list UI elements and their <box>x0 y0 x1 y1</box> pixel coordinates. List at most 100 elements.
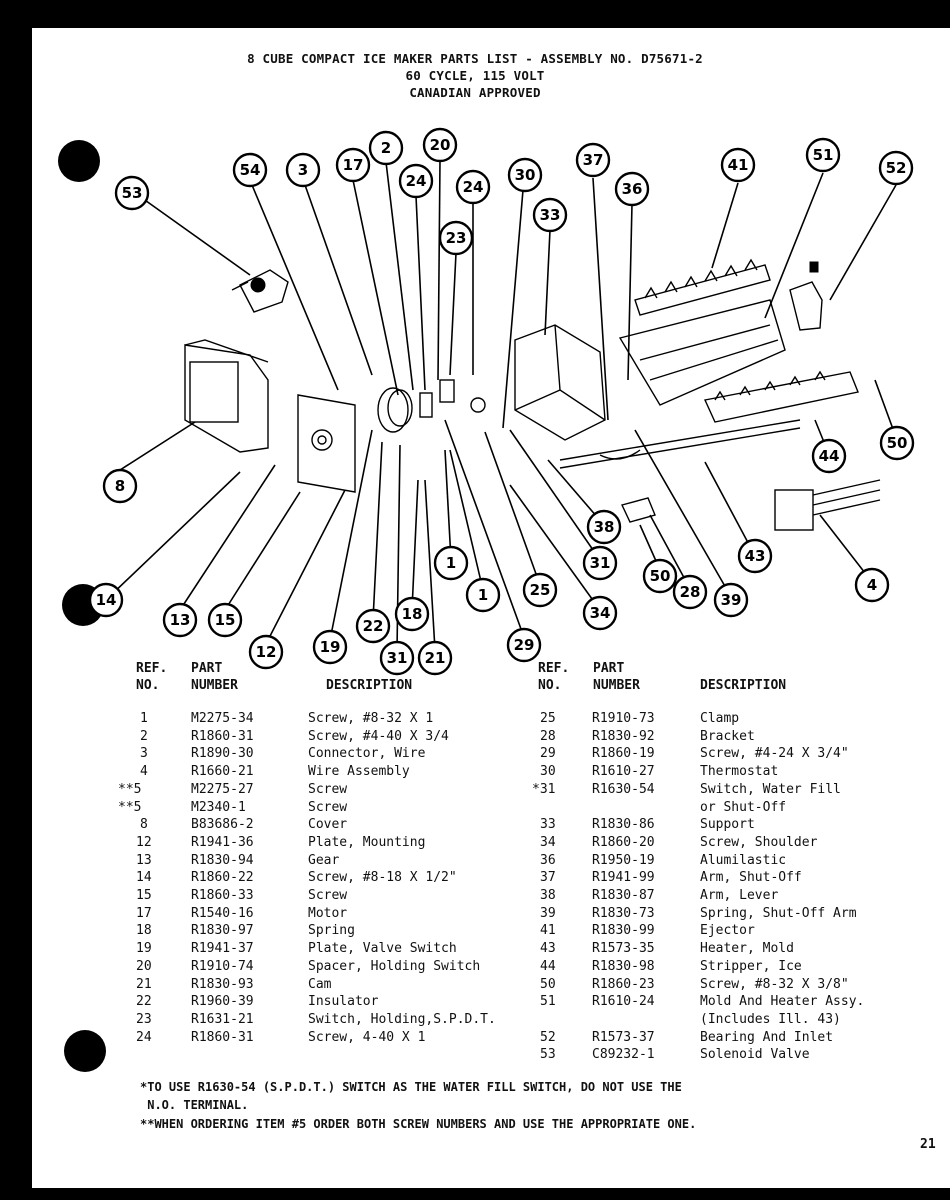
callout-24-a: 24 <box>398 163 434 199</box>
svg-text:14: 14 <box>96 591 117 609</box>
svg-text:54: 54 <box>240 161 261 179</box>
callout-8: 8 <box>102 468 138 504</box>
callout-33: 33 <box>532 197 568 233</box>
title-line-1: 8 CUBE COMPACT ICE MAKER PARTS LIST - AS… <box>247 51 703 66</box>
svg-text:28: 28 <box>680 583 701 601</box>
callout-44: 44 <box>811 438 847 474</box>
svg-text:44: 44 <box>819 447 840 465</box>
callout-3: 3 <box>285 152 321 188</box>
callout-39: 39 <box>713 582 749 618</box>
callout-31-a: 31 <box>379 640 415 676</box>
svg-text:8: 8 <box>115 477 125 495</box>
footnote-2: **WHEN ORDERING ITEM #5 ORDER BOTH SCREW… <box>140 1117 697 1131</box>
stripper-drawing <box>703 370 859 423</box>
callout-51: 51 <box>805 137 841 173</box>
callout-37: 37 <box>575 142 611 178</box>
callout-1-a: 1 <box>433 545 469 581</box>
footnote-1-line-2: N.O. TERMINAL. <box>140 1098 249 1112</box>
svg-text:37: 37 <box>583 151 604 169</box>
svg-text:18: 18 <box>402 605 423 623</box>
callout-23: 23 <box>438 220 474 256</box>
svg-text:22: 22 <box>363 617 384 635</box>
title-line-3: CANADIAN APPROVED <box>409 85 541 100</box>
right-part-header: PART NUMBER <box>593 661 640 693</box>
callout-50-b: 50 <box>879 425 915 461</box>
svg-text:3: 3 <box>298 161 308 179</box>
binder-hole-top <box>58 140 100 182</box>
callout-43: 43 <box>737 538 773 574</box>
callout-31-b: 31 <box>582 545 618 581</box>
bracket-drawing <box>621 497 656 523</box>
svg-text:20: 20 <box>430 136 451 154</box>
callout-50-a: 50 <box>642 558 678 594</box>
callout-41: 41 <box>720 147 756 183</box>
svg-text:23: 23 <box>446 229 467 247</box>
callout-19: 19 <box>312 629 348 665</box>
mold-drawing <box>618 299 786 406</box>
callout-52: 52 <box>878 150 914 186</box>
svg-text:15: 15 <box>215 611 236 629</box>
svg-text:2: 2 <box>381 139 391 157</box>
svg-text:51: 51 <box>813 146 834 164</box>
ejector-drawing <box>634 258 771 316</box>
svg-text:13: 13 <box>170 611 191 629</box>
callout-38: 38 <box>586 509 622 545</box>
callout-14: 14 <box>88 582 124 618</box>
callout-53: 53 <box>114 175 150 211</box>
svg-text:25: 25 <box>530 581 551 599</box>
svg-text:50: 50 <box>650 567 671 585</box>
support-housing-drawing <box>514 324 606 441</box>
right-ref-header: REF. NO. <box>538 661 570 693</box>
svg-text:1: 1 <box>446 554 456 572</box>
bearing-drawing <box>789 261 823 331</box>
exploded-parts-diagram: 53 54 3 17 2 20 24 24 23 30 33 37 36 41 … <box>88 127 915 676</box>
svg-text:39: 39 <box>721 591 742 609</box>
callout-18: 18 <box>394 596 430 632</box>
callout-17: 17 <box>335 147 371 183</box>
callout-29: 29 <box>506 627 542 663</box>
solenoid-valve-drawing <box>231 269 289 313</box>
callout-20: 20 <box>422 127 458 163</box>
svg-text:29: 29 <box>514 636 535 654</box>
left-part-header: PART NUMBER <box>191 661 238 693</box>
callout-24-b: 24 <box>455 169 491 205</box>
svg-text:41: 41 <box>728 156 749 174</box>
svg-text:34: 34 <box>590 604 611 622</box>
svg-text:52: 52 <box>886 159 907 177</box>
callout-25: 25 <box>522 572 558 608</box>
binder-hole-bottom <box>64 1030 106 1072</box>
footnote-1-line-1: *TO USE R1630-54 (S.P.D.T.) SWITCH AS TH… <box>140 1080 682 1094</box>
callout-22: 22 <box>355 608 391 644</box>
svg-text:19: 19 <box>320 638 341 656</box>
heater-drawing <box>559 419 801 469</box>
callout-15: 15 <box>207 602 243 638</box>
callout-1-b: 1 <box>465 577 501 613</box>
svg-text:31: 31 <box>387 649 408 667</box>
svg-text:43: 43 <box>745 547 766 565</box>
callout-21: 21 <box>417 640 453 676</box>
callout-13: 13 <box>162 602 198 638</box>
callout-12: 12 <box>248 634 284 670</box>
left-ref-header: REF. NO. <box>136 661 168 693</box>
svg-text:50: 50 <box>887 434 908 452</box>
svg-text:21: 21 <box>425 649 446 667</box>
callout-30: 30 <box>507 157 543 193</box>
mounting-plate-drawing <box>297 394 356 493</box>
svg-text:24: 24 <box>406 172 427 190</box>
svg-text:33: 33 <box>540 206 561 224</box>
svg-text:12: 12 <box>256 643 277 661</box>
document-title: 8 CUBE COMPACT ICE MAKER PARTS LIST - AS… <box>0 50 950 101</box>
callout-34: 34 <box>582 595 618 631</box>
svg-text:30: 30 <box>515 166 536 184</box>
right-desc-header: DESCRIPTION <box>700 678 787 693</box>
callout-28: 28 <box>672 574 708 610</box>
svg-text:38: 38 <box>594 518 615 536</box>
left-desc-header: DESCRIPTION <box>326 678 413 693</box>
wire-assembly-drawing <box>774 479 881 531</box>
callout-4: 4 <box>854 567 890 603</box>
svg-text:53: 53 <box>122 184 143 202</box>
svg-text:36: 36 <box>622 180 643 198</box>
svg-text:24: 24 <box>463 178 484 196</box>
svg-text:31: 31 <box>590 554 611 572</box>
page-number: 21 <box>920 1137 936 1152</box>
